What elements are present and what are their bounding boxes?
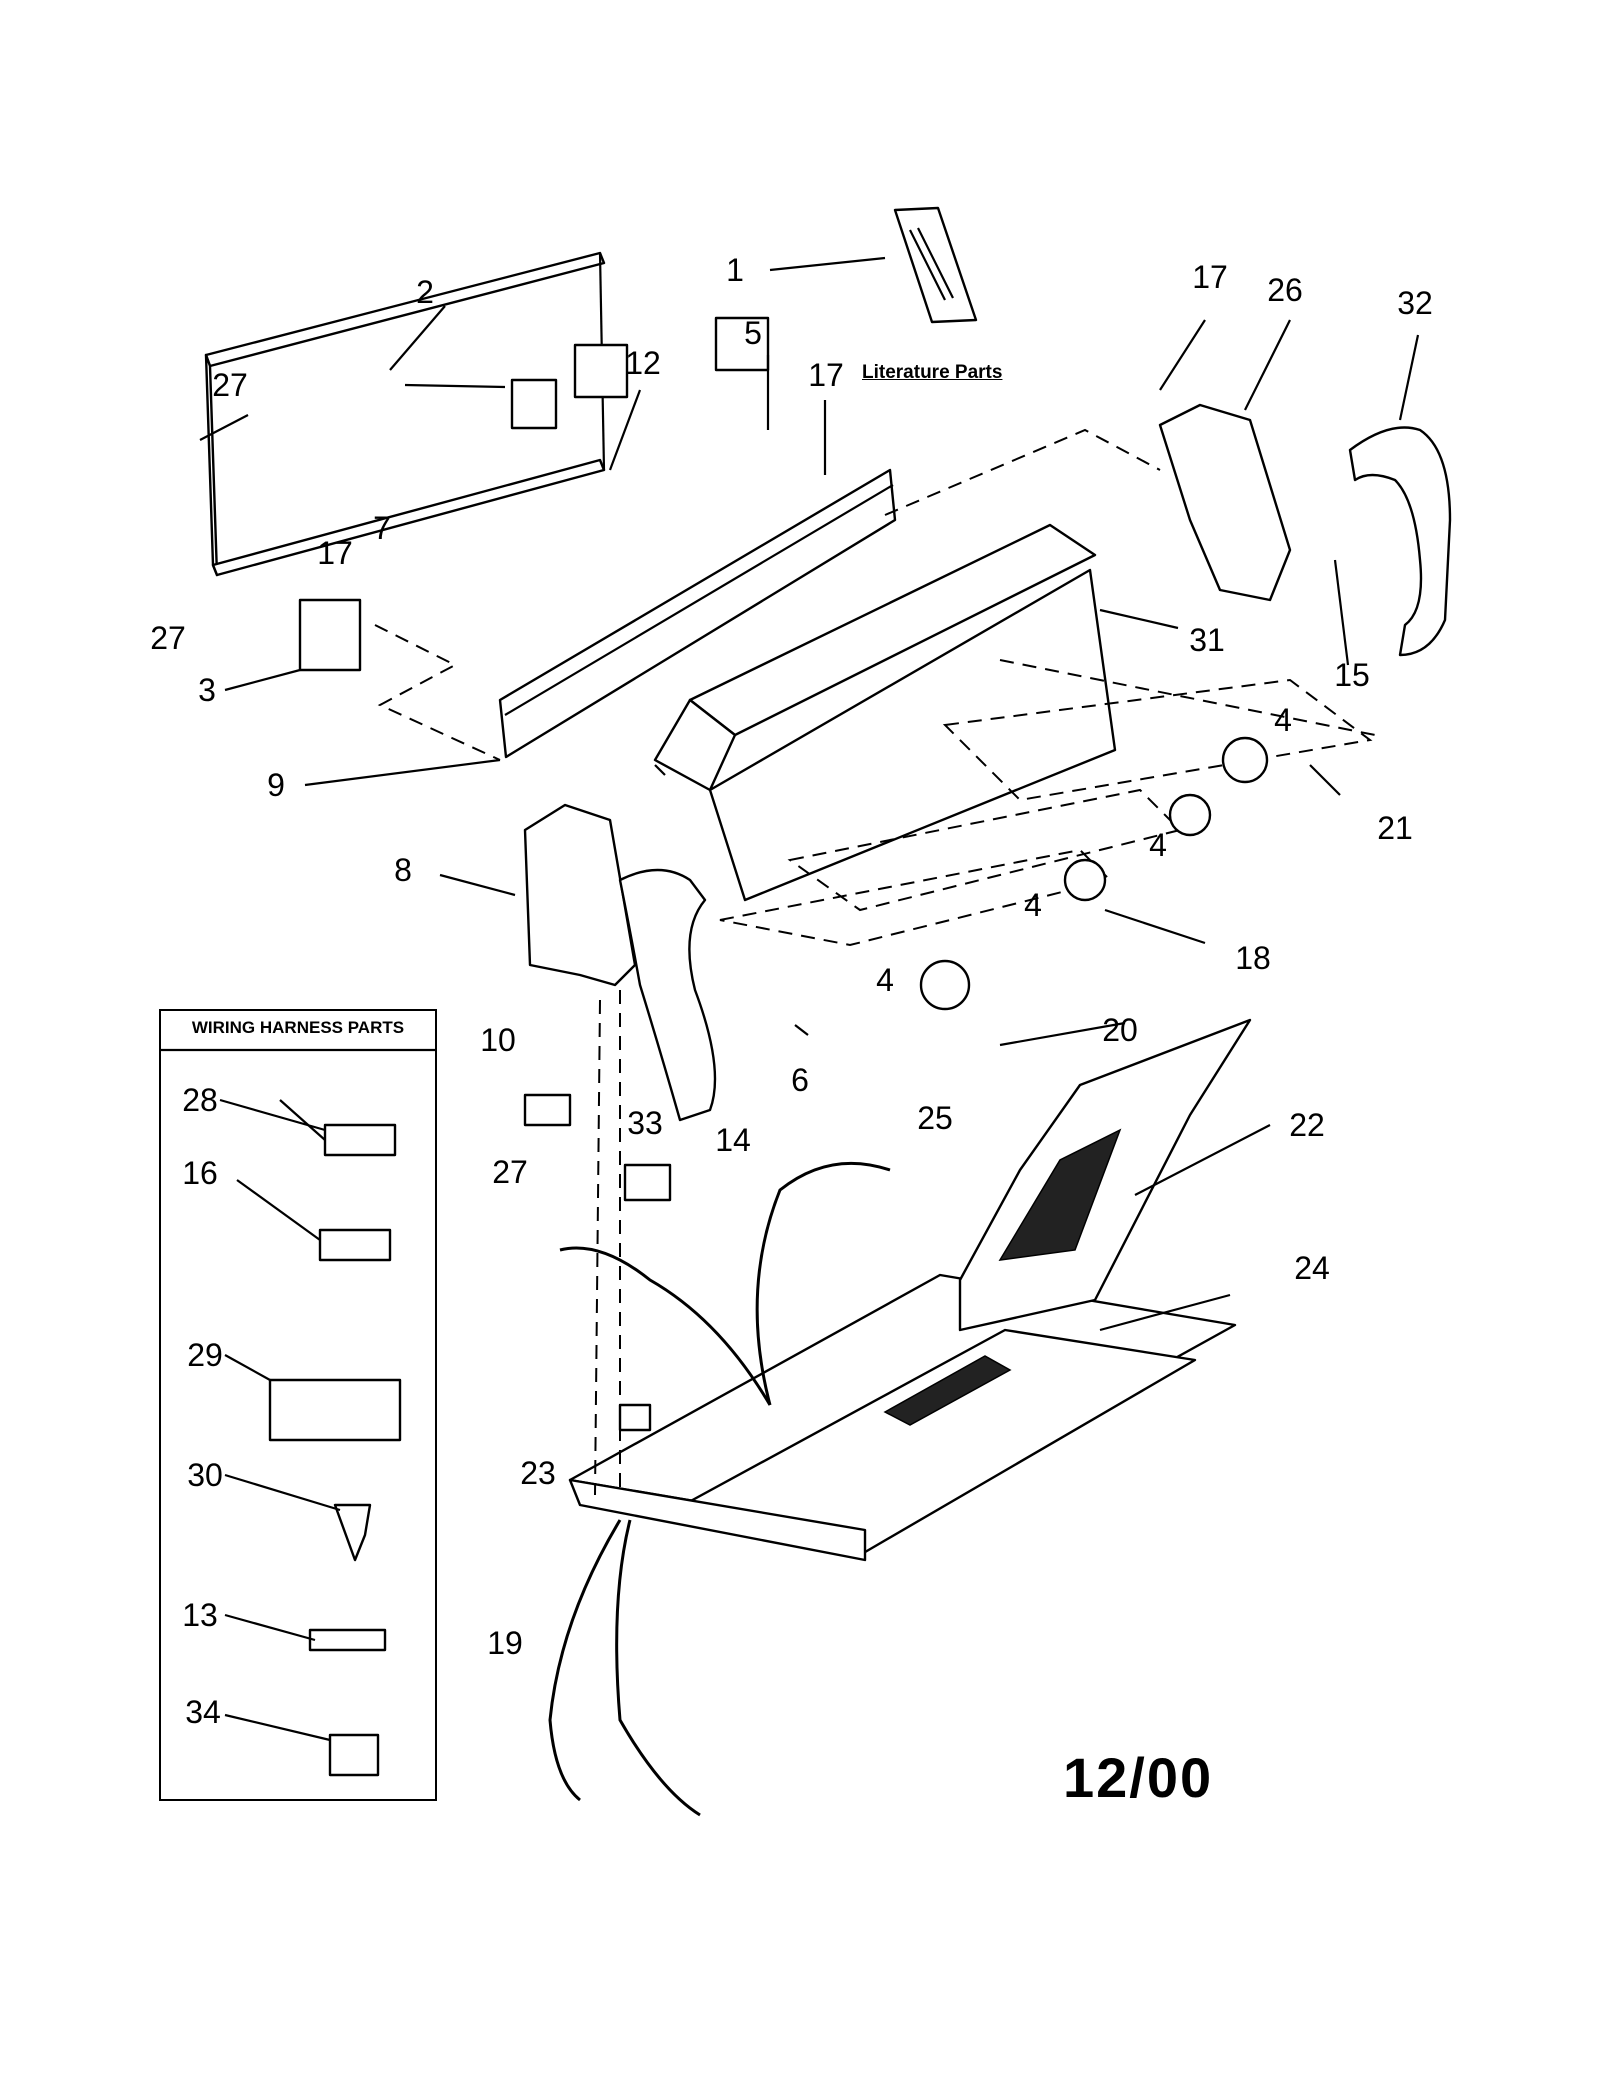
console-part	[653, 523, 1117, 902]
end-cap-left-part	[523, 803, 637, 987]
switch-part-3	[298, 598, 362, 672]
callout-4-b: 4	[1149, 827, 1167, 863]
rear-panel-part	[204, 251, 606, 577]
bumper-part-23	[618, 1403, 652, 1432]
literature-booklet-part	[893, 206, 978, 324]
callout-15: 15	[1334, 657, 1370, 693]
end-cap-right-part	[1158, 403, 1292, 602]
callout-24: 24	[1294, 1250, 1330, 1286]
callout-22: 22	[1289, 1107, 1325, 1143]
callout-6: 6	[791, 1062, 809, 1098]
callout-7: 7	[373, 510, 391, 546]
callout-26: 26	[1267, 272, 1303, 308]
callout-34: 34	[185, 1694, 221, 1730]
callout-1: 1	[726, 252, 744, 288]
callout-12: 12	[625, 345, 661, 381]
knob-part-c	[1063, 858, 1107, 902]
callout-17-a: 17	[808, 357, 844, 393]
callout-4-a: 4	[1274, 702, 1292, 738]
callout-30: 30	[187, 1457, 223, 1493]
clip-part-14	[623, 1163, 672, 1202]
callout-4-c: 4	[1024, 887, 1042, 923]
knob-part-b	[1168, 793, 1212, 837]
literature-parts-label: Literature Parts	[862, 362, 1003, 383]
top-panel-part	[568, 1273, 1237, 1562]
trim-right-part	[1348, 426, 1452, 657]
switch-part-7	[510, 378, 558, 430]
callout-21: 21	[1377, 810, 1413, 846]
callout-31: 31	[1189, 622, 1225, 658]
callout-25: 25	[917, 1100, 953, 1136]
callout-33: 33	[627, 1105, 663, 1141]
valve-part-5	[714, 316, 770, 372]
callout-20: 20	[1102, 1012, 1138, 1048]
callout-32: 32	[1397, 285, 1433, 321]
callout-27-b: 27	[150, 620, 186, 656]
callout-28: 28	[182, 1082, 218, 1118]
date-stamp: 12/00	[1063, 1746, 1214, 1809]
callout-2: 2	[416, 274, 434, 310]
callout-18: 18	[1235, 940, 1271, 976]
wiring-harness-part	[548, 1161, 891, 1817]
callout-29: 29	[187, 1337, 223, 1373]
callout-14: 14	[715, 1122, 751, 1158]
lint-housing-part	[958, 1018, 1252, 1332]
callout-9: 9	[267, 767, 285, 803]
knob-part-a	[1221, 736, 1269, 784]
callout-17-c: 17	[317, 535, 353, 571]
harness-parts-box	[159, 1009, 437, 1801]
control-bracket-part	[498, 468, 897, 759]
knob-part-d	[919, 959, 971, 1011]
relay-part-10	[523, 1093, 572, 1127]
valve-part-12	[573, 343, 629, 399]
callout-16: 16	[182, 1155, 218, 1191]
callout-13: 13	[182, 1597, 218, 1633]
callout-27-c: 27	[492, 1154, 528, 1190]
callout-19: 19	[487, 1625, 523, 1661]
trim-left-part	[618, 868, 717, 1122]
callout-23: 23	[520, 1455, 556, 1491]
callout-27-a: 27	[212, 367, 248, 403]
callout-10: 10	[480, 1022, 516, 1058]
callout-8: 8	[394, 852, 412, 888]
callout-4-d: 4	[876, 962, 894, 998]
callout-3: 3	[198, 672, 216, 708]
callout-5: 5	[744, 315, 762, 351]
harness-box-title: WIRING HARNESS PARTS	[191, 1018, 405, 1037]
callout-17-b: 17	[1192, 259, 1228, 295]
